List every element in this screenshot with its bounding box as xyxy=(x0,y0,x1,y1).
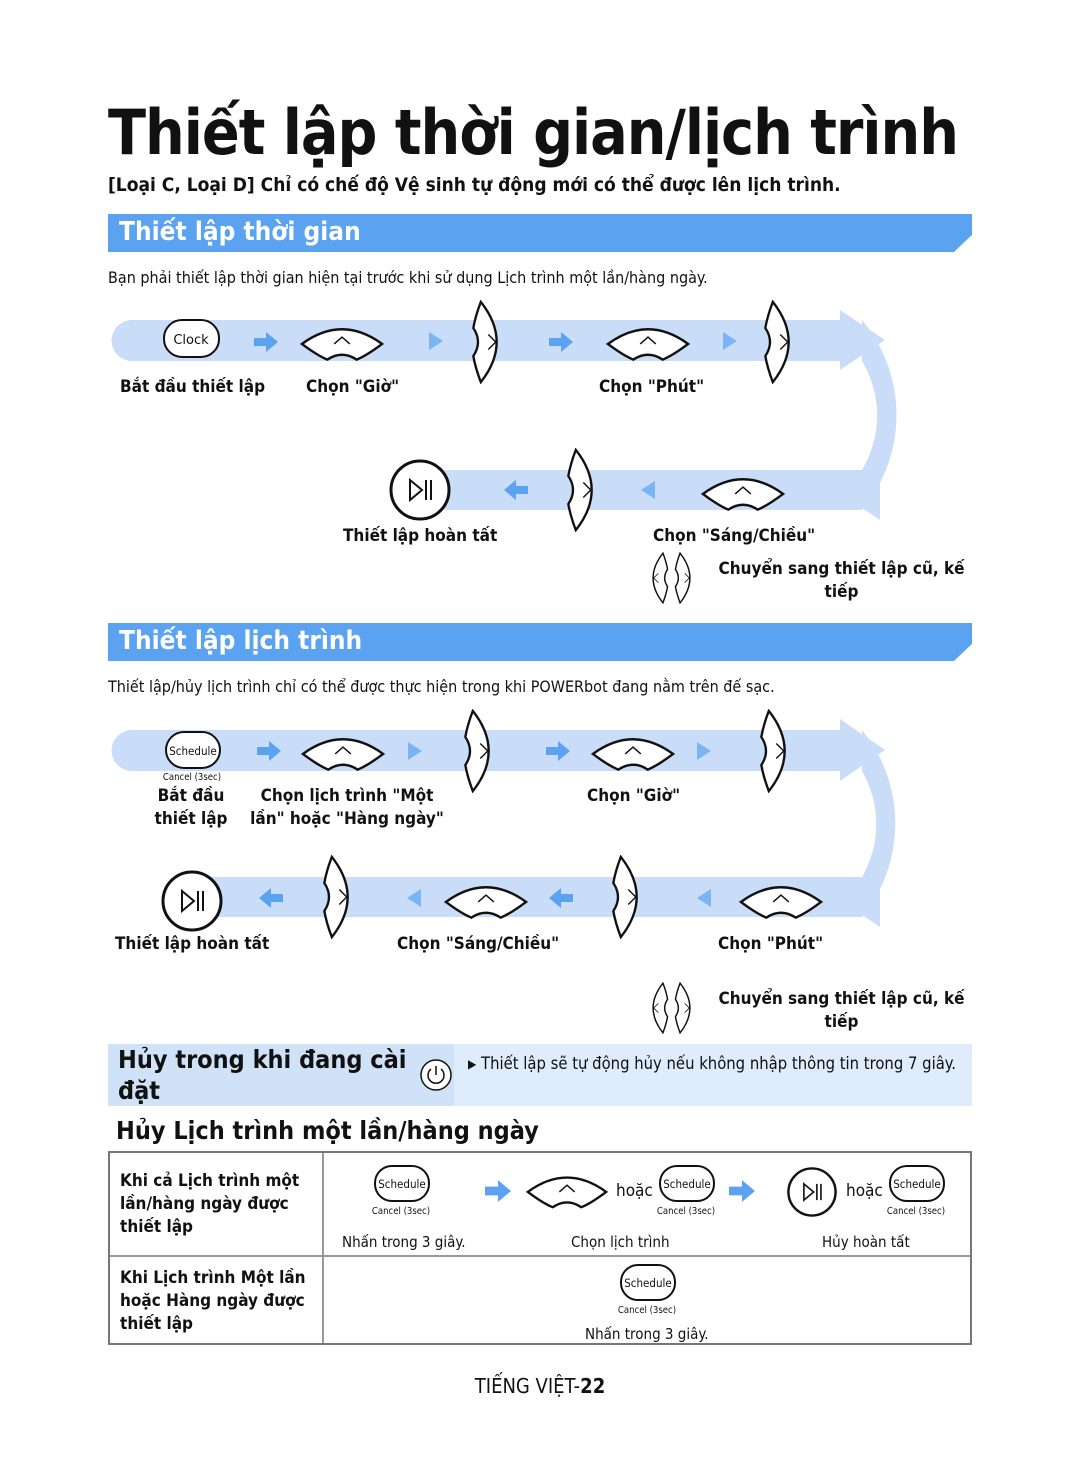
right-button-icon[interactable] xyxy=(472,300,498,384)
schedule-button[interactable]: Schedule xyxy=(374,1165,430,1202)
sched-step-start: Bắt đầu thiết lập xyxy=(154,786,228,829)
sched-step-done: Thiết lập hoàn tất xyxy=(115,934,270,954)
cancel-during-title-bg xyxy=(108,1044,454,1106)
cancel-schedule-table xyxy=(108,1151,972,1345)
schedule-intro: Thiết lập/hủy lịch trình chỉ có thể được… xyxy=(108,677,775,696)
row1-condition: Khi cả Lịch trình một lần/hàng ngày được… xyxy=(120,1171,300,1237)
row2-condition: Khi Lịch trình Một lần hoặc Hàng ngày đư… xyxy=(120,1268,306,1334)
svg-text:Cancel (3sec): Cancel (3sec) xyxy=(372,1206,430,1217)
arrow-right-icon xyxy=(729,1180,755,1202)
or-text: hoặc xyxy=(846,1181,883,1201)
left-button-icon xyxy=(652,982,669,1034)
svg-text:Schedule: Schedule xyxy=(169,744,217,758)
cancel-during-text: Thiết lập sẽ tự động hủy nếu không nhập … xyxy=(481,1054,956,1073)
clock-button[interactable]: Clock xyxy=(163,319,220,358)
schedule-button[interactable]: Schedule xyxy=(659,1165,715,1202)
sched-nav-hint: Chuyển sang thiết lập cũ, kế tiếp xyxy=(718,989,965,1032)
step-ampm: Chọn "Sáng/Chiều" xyxy=(653,526,816,546)
row2-step1: Nhấn trong 3 giây. xyxy=(585,1325,709,1343)
row2-steps-diagram: Schedule Cancel (3sec) xyxy=(618,1264,676,1316)
svg-text:Schedule: Schedule xyxy=(893,1177,941,1191)
time-intro: Bạn phải thiết lập thời gian hiện tại tr… xyxy=(108,268,708,287)
svg-text:Cancel (3sec): Cancel (3sec) xyxy=(657,1206,715,1217)
svg-text:Clock: Clock xyxy=(173,333,209,348)
right-button-icon[interactable] xyxy=(567,448,593,532)
sched-step-minute: Chọn "Phút" xyxy=(718,934,824,954)
time-flow-diagram: Clock xyxy=(111,300,897,532)
right-button-icon xyxy=(674,982,691,1034)
row1-step2: Chọn lịch trình xyxy=(571,1233,670,1251)
play-pause-icon[interactable] xyxy=(787,1167,837,1217)
or-text: hoặc xyxy=(616,1181,653,1201)
right-button-icon[interactable] xyxy=(612,855,638,939)
section-heading-schedule: Thiết lập lịch trình xyxy=(108,623,972,661)
right-button-icon xyxy=(674,552,691,604)
step-start: Bắt đầu thiết lập xyxy=(120,377,266,397)
svg-text:Cancel (3sec): Cancel (3sec) xyxy=(887,1206,945,1217)
row1-step3: Hủy hoàn tất xyxy=(822,1233,910,1251)
schedule-button[interactable]: Schedule xyxy=(165,731,221,769)
bullet-triangle-icon: ▶ xyxy=(468,1057,477,1071)
page-subtitle: [Loại C, Loại D] Chỉ có chế độ Vệ sinh t… xyxy=(108,174,841,196)
section-heading-time: Thiết lập thời gian xyxy=(108,214,972,252)
power-icon xyxy=(420,1059,452,1091)
right-button-icon[interactable] xyxy=(764,300,790,384)
svg-text:Schedule: Schedule xyxy=(624,1276,672,1290)
left-button-icon xyxy=(652,552,669,604)
arrow-right-icon xyxy=(485,1180,511,1202)
step-done: Thiết lập hoàn tất xyxy=(343,526,498,546)
cancel-during-title: Hủy trong khi đang cài đặt xyxy=(118,1045,407,1105)
step-minute: Chọn "Phút" xyxy=(599,377,705,397)
right-button-icon[interactable] xyxy=(464,709,490,793)
schedule-button[interactable]: Schedule xyxy=(620,1264,676,1301)
page-footer: TIẾNG VIỆT-22 xyxy=(474,1374,606,1398)
row1-steps-diagram: Schedule Cancel (3sec) hoặc Schedule Can… xyxy=(372,1165,945,1217)
nav-hint: Chuyển sang thiết lập cũ, kế tiếp xyxy=(718,559,965,602)
up-button-icon[interactable] xyxy=(526,1176,608,1209)
cancel-schedule-heading: Hủy Lịch trình một lần/hàng ngày xyxy=(116,1116,539,1145)
sched-step-hour: Chọn "Giờ" xyxy=(587,786,681,806)
play-pause-icon[interactable] xyxy=(161,870,223,932)
sched-step-ampm: Chọn "Sáng/Chiều" xyxy=(397,934,560,954)
page-number: 22 xyxy=(580,1374,606,1398)
right-button-icon[interactable] xyxy=(323,855,349,939)
svg-text:Schedule: Schedule xyxy=(663,1177,711,1191)
svg-text:Cancel (3sec): Cancel (3sec) xyxy=(618,1305,676,1316)
row1-step1: Nhấn trong 3 giây. xyxy=(342,1233,466,1251)
schedule-flow-diagram: Schedule Cancel (3sec) xyxy=(111,709,896,939)
cancel-caption: Cancel (3sec) xyxy=(163,772,221,783)
sched-step-type: Chọn lịch trình "Một lần" hoặc "Hàng ngà… xyxy=(250,786,444,829)
schedule-button[interactable]: Schedule xyxy=(889,1165,945,1202)
step-hour: Chọn "Giờ" xyxy=(306,377,400,397)
play-pause-icon[interactable] xyxy=(389,459,451,521)
page-title: Thiết lập thời gian/lịch trình xyxy=(108,96,959,169)
svg-text:Schedule: Schedule xyxy=(378,1177,426,1191)
right-button-icon[interactable] xyxy=(760,709,786,793)
